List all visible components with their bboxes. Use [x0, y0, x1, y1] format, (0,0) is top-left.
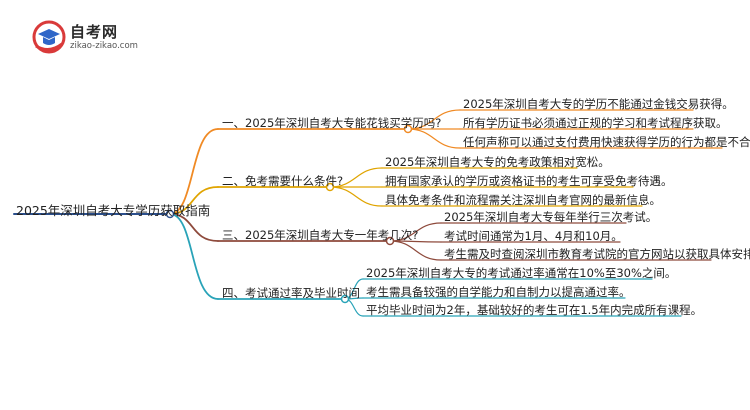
- branch-3-leaf-2: 考试时间通常为1月、4月和10月。: [444, 229, 623, 243]
- branch-2-leaf-3-connector: [329, 186, 383, 207]
- branch-2-leaf-2: 拥有国家承认的学历或资格证书的考生可享受免考待遇。: [385, 174, 673, 188]
- branch-1-connector: [169, 128, 219, 215]
- branch-4-connector: [169, 213, 219, 300]
- branch-1-leaf-2: 所有学历证书必须通过正规的学习和考试程序获取。: [463, 116, 728, 130]
- site-logo[interactable]: 自考网 zikao-zikao.com: [32, 20, 142, 54]
- branch-2-label: 二、免考需要什么条件?: [222, 174, 344, 188]
- branch-3-node: [385, 236, 395, 246]
- root-node: [165, 209, 175, 219]
- branch-3-leaf-3: 考生需及时查阅深圳市教育考试院的官方网站以获取具体安排。: [444, 247, 750, 261]
- branch-1-leaf-1: 2025年深圳自考大专的学历不能通过金钱交易获得。: [463, 97, 734, 111]
- branch-4-leaf-1: 2025年深圳自考大专的考试通过率通常在10%至30%之间。: [366, 266, 677, 280]
- site-domain: zikao-zikao.com: [70, 41, 138, 51]
- branch-3-label: 三、2025年深圳自考大专一年考几次?: [222, 228, 419, 242]
- branch-1-node: [403, 124, 413, 134]
- branch-4-node: [340, 294, 350, 304]
- branch-4-label: 四、考试通过率及毕业时间: [222, 286, 360, 300]
- branch-2-leaf-1: 2025年深圳自考大专的免考政策相对宽松。: [385, 155, 610, 169]
- root-topic: 2025年深圳自考大专学历获取指南: [16, 203, 211, 218]
- branch-1-label: 一、2025年深圳自考大专能花钱买学历吗?: [222, 116, 442, 130]
- graduation-cap-logo-icon: [32, 20, 66, 54]
- branch-1-leaf-3: 任何声称可以通过支付费用快速获得学历的行为都是不合法的。: [463, 135, 750, 149]
- branch-3-leaf-1: 2025年深圳自考大专每年举行三次考试。: [444, 210, 658, 224]
- branch-4-leaf-3: 平均毕业时间为2年，基础较好的考生可在1.5年内完成所有课程。: [366, 303, 703, 317]
- branch-2-node: [325, 182, 335, 192]
- branch-2-leaf-3: 具体免考条件和流程需关注深圳自考官网的最新信息。: [385, 193, 661, 207]
- branch-3-connector: [169, 213, 219, 242]
- site-name: 自考网: [70, 23, 119, 41]
- branch-2-connector: [169, 186, 219, 215]
- branch-3-leaf-3-connector: [389, 240, 442, 261]
- branch-4-leaf-2: 考生需具备较强的自学能力和自制力以提高通过率。: [366, 285, 631, 299]
- branch-1-leaf-3-connector: [407, 128, 461, 149]
